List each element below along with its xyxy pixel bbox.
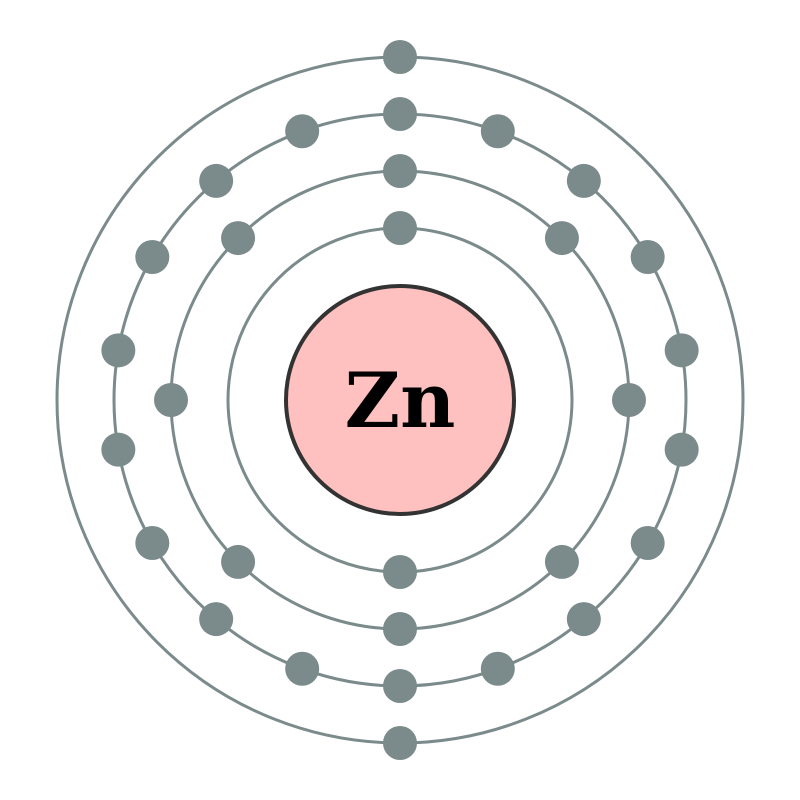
electron-shell-3-6 — [664, 432, 699, 467]
electron-shell-4-2 — [383, 726, 417, 760]
electron-shell-3-1 — [383, 97, 417, 131]
electron-shell-3-5 — [664, 333, 699, 368]
electron-shell-2-6 — [221, 544, 256, 579]
electron-shell-3-14 — [101, 432, 136, 467]
electron-shell-2-4 — [544, 544, 579, 579]
electron-shell-3-15 — [101, 333, 136, 368]
electron-shell-2-3 — [612, 383, 646, 417]
electron-shell-3-10 — [383, 669, 417, 703]
electron-shell-3-18 — [285, 114, 320, 149]
electron-shell-1-2 — [383, 555, 417, 589]
electron-shell-3-4 — [630, 240, 665, 274]
electron-shell-3-7 — [630, 526, 665, 560]
electron-shell-3-11 — [285, 651, 320, 686]
electron-shell-1-1 — [383, 211, 417, 245]
element-symbol: Zn — [345, 356, 456, 445]
electron-shell-2-7 — [154, 383, 188, 417]
electron-shell-3-17 — [199, 163, 234, 198]
electrons-layer — [101, 40, 699, 760]
electron-shell-3-12 — [199, 602, 234, 637]
electron-shell-2-5 — [383, 612, 417, 646]
nucleus — [284, 284, 516, 516]
electron-shell-3-16 — [135, 240, 170, 274]
electron-shell-3-8 — [566, 602, 601, 637]
electron-shell-2-1 — [383, 154, 417, 188]
electron-shell-3-13 — [135, 526, 170, 560]
electron-shell-4-1 — [383, 40, 417, 74]
electron-shell-2-8 — [221, 221, 256, 256]
electron-shell-3-9 — [480, 651, 515, 686]
electron-shell-3-3 — [566, 163, 601, 198]
electron-shell-2-2 — [544, 221, 579, 256]
electron-shell-3-2 — [480, 114, 515, 149]
